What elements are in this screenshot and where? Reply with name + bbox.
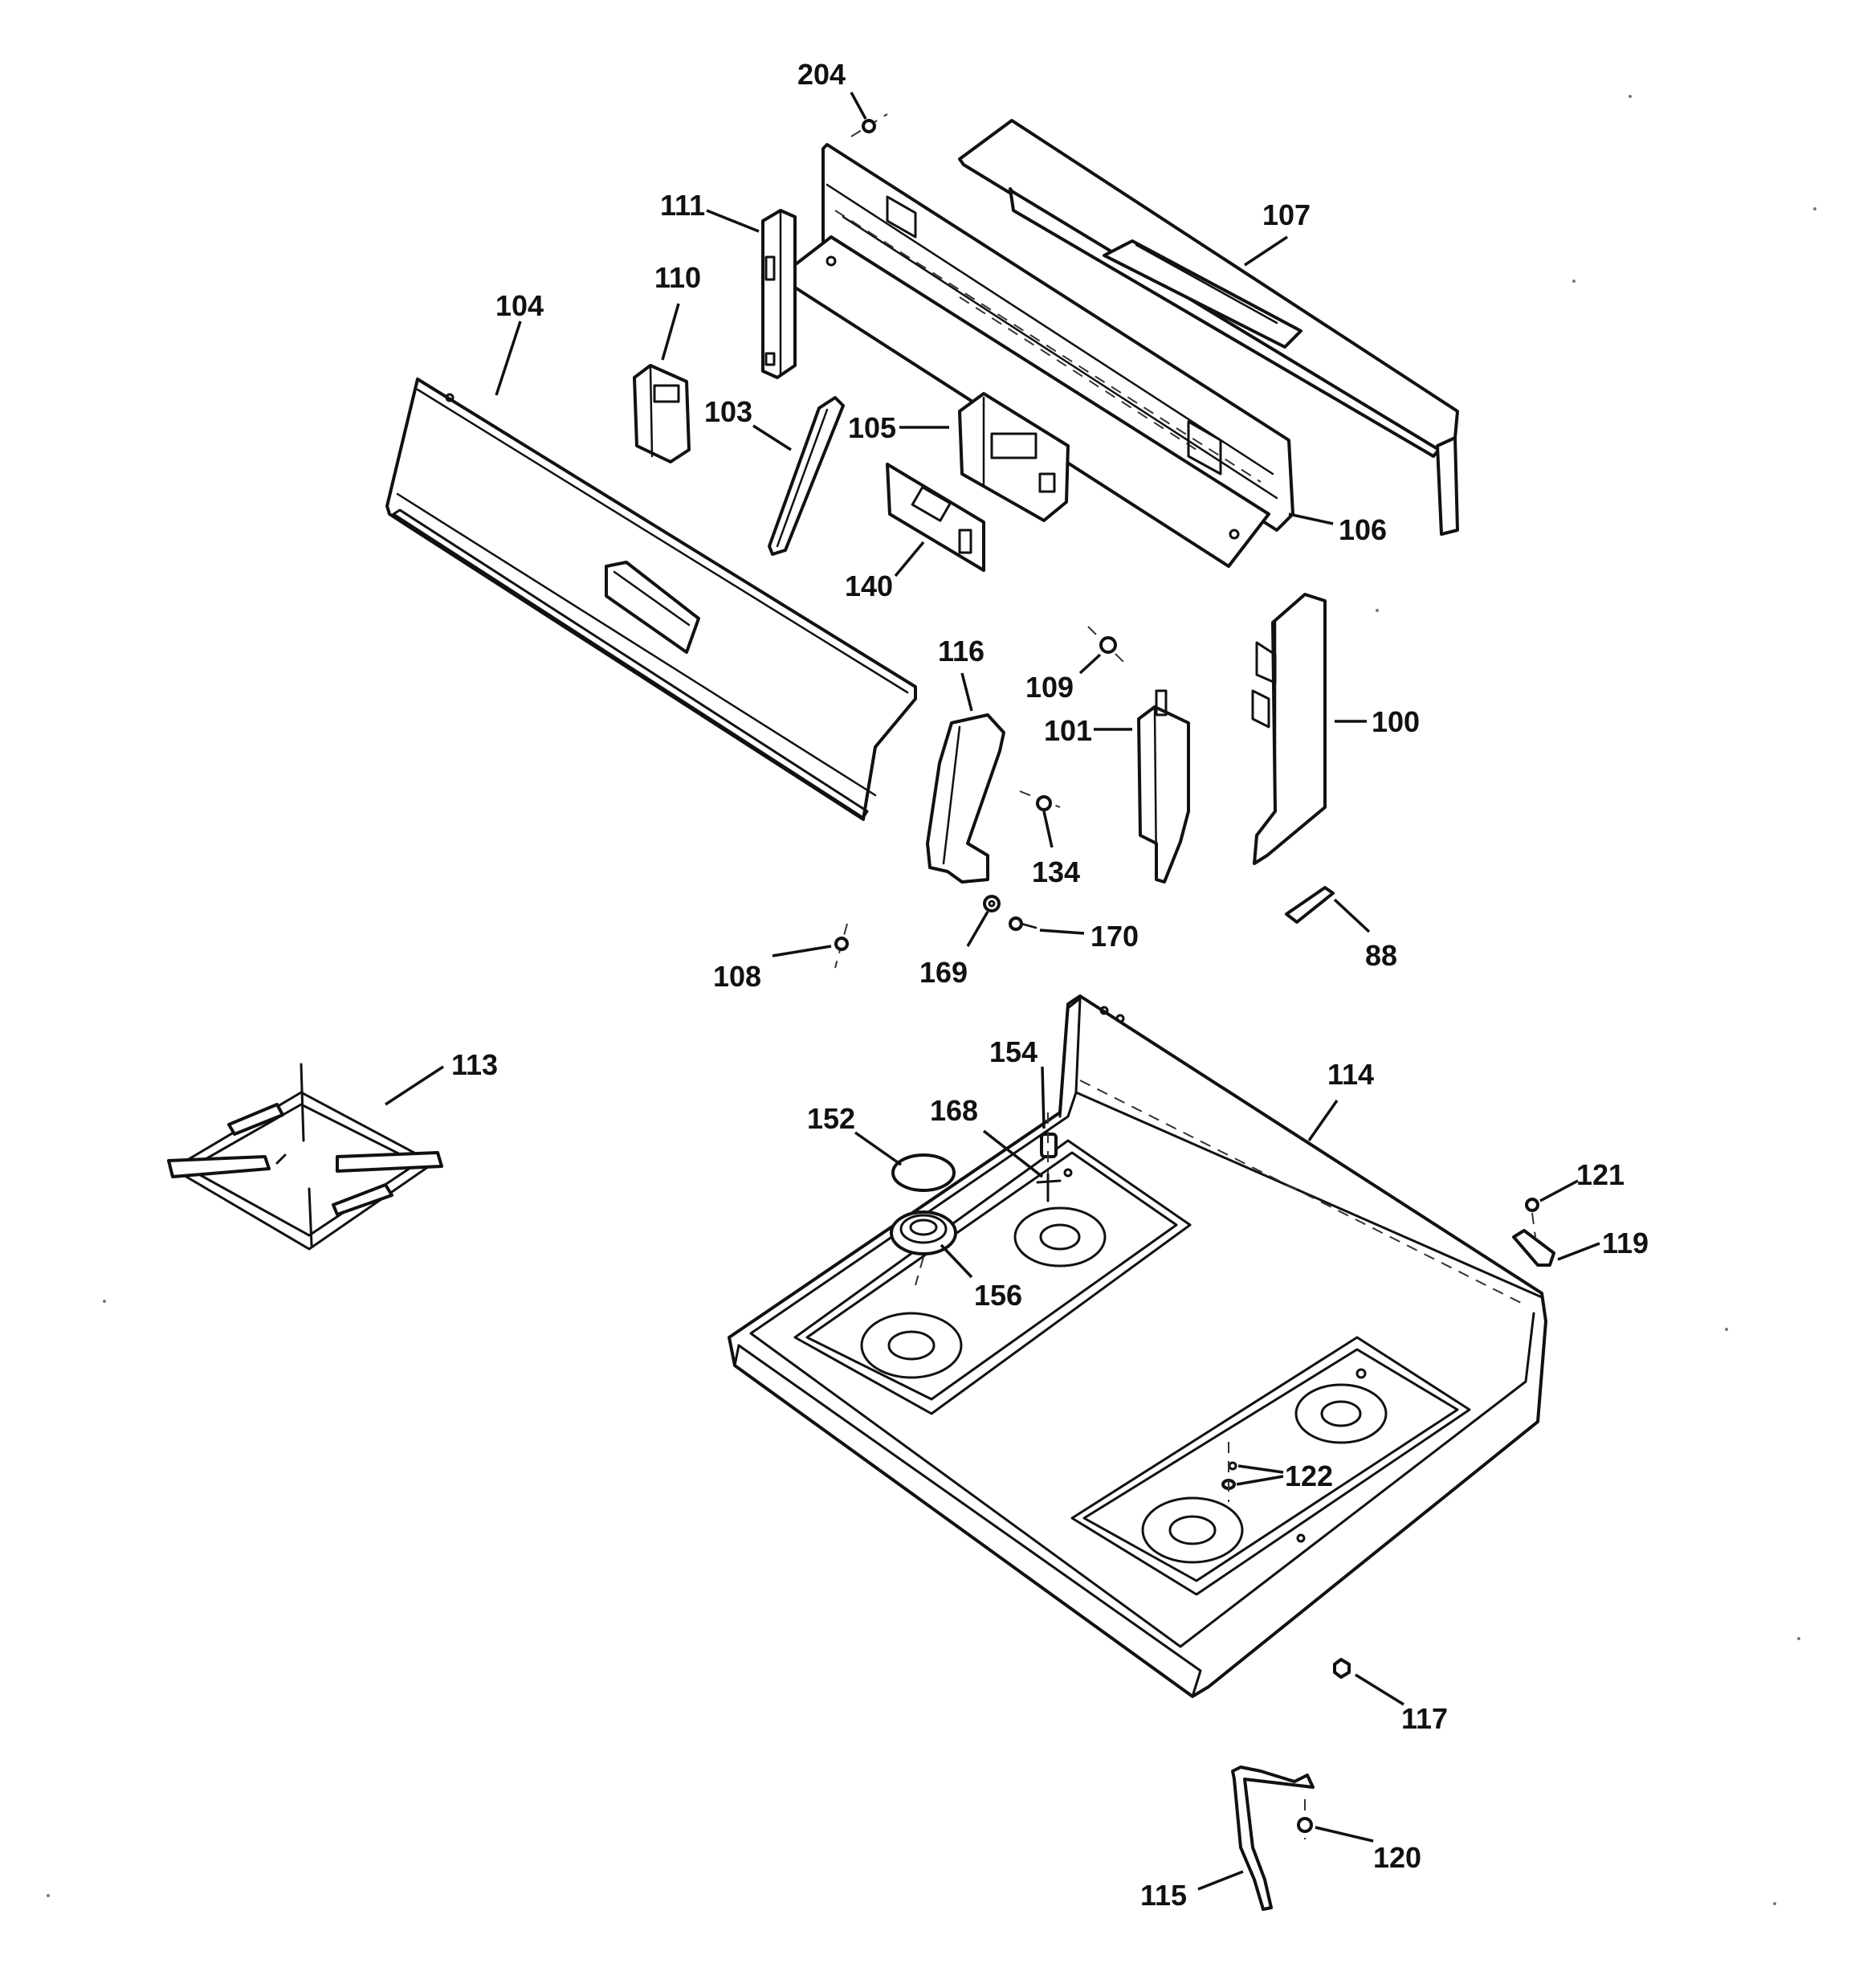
callout-152: 152 (807, 1102, 855, 1135)
part-100-end-cap (1251, 593, 1327, 865)
part-154-orifice (1040, 1112, 1058, 1205)
callout-121: 121 (1576, 1158, 1625, 1191)
callout-105: 105 (848, 411, 896, 444)
callout-154: 154 (989, 1035, 1037, 1068)
callout-134: 134 (1032, 855, 1080, 888)
callout-88: 88 (1365, 939, 1397, 972)
part-115-rod (1231, 1766, 1315, 1911)
part-140-overlay (886, 463, 985, 572)
part-113-grate (167, 1063, 443, 1251)
part-152-burner-cap (891, 1153, 956, 1192)
callout-113: 113 (451, 1048, 498, 1081)
callout-labels: 204 111 107 110 104 103 105 106 140 116 … (451, 58, 1649, 1912)
callout-140: 140 (845, 569, 893, 602)
part-88-clip (1285, 886, 1335, 924)
part-168-electrode (1036, 1173, 1062, 1202)
callout-168: 168 (930, 1094, 978, 1127)
callout-116: 116 (938, 635, 984, 667)
callout-169: 169 (919, 956, 968, 989)
part-101-bracket (1137, 689, 1190, 884)
part-204-screw (850, 113, 888, 137)
part-120-nut (1297, 1799, 1313, 1839)
part-111-bracket (761, 209, 797, 379)
part-121-screw (1525, 1198, 1539, 1238)
callout-106: 106 (1339, 513, 1387, 546)
part-104-control-panel (385, 378, 917, 821)
callout-120: 120 (1373, 1841, 1421, 1874)
callout-109: 109 (1025, 671, 1074, 704)
callout-101: 101 (1044, 714, 1092, 747)
part-156-burner-head (890, 1210, 957, 1286)
callout-156: 156 (974, 1279, 1022, 1312)
part-170-screw (1009, 916, 1037, 931)
callout-108: 108 (713, 960, 761, 993)
part-119-bracket (1512, 1229, 1555, 1267)
scan-specks (47, 95, 1816, 1905)
callout-104: 104 (495, 289, 544, 322)
callout-107: 107 (1262, 198, 1311, 231)
part-134-screw (1019, 790, 1061, 811)
callout-115: 115 (1140, 1879, 1187, 1912)
part-117-nut (1333, 1658, 1351, 1679)
callout-117: 117 (1401, 1702, 1448, 1735)
callout-122: 122 (1285, 1459, 1333, 1492)
part-122-screws (1221, 1442, 1237, 1502)
leader-lines (385, 92, 1600, 1891)
part-103-bracket (768, 396, 845, 556)
callout-204: 204 (797, 58, 846, 91)
part-110-switch (633, 364, 691, 463)
part-116-side-trim (926, 713, 1005, 884)
callout-110: 110 (654, 261, 701, 294)
callout-100: 100 (1372, 705, 1420, 738)
part-105-clock (958, 392, 1070, 522)
part-114-cooktop (728, 994, 1547, 1698)
part-109-nut (1087, 626, 1125, 663)
part-169-washer (983, 895, 1001, 912)
part-107-vent-cover (958, 119, 1459, 536)
part-108-screw (834, 923, 849, 969)
callout-114: 114 (1327, 1058, 1374, 1091)
callout-119: 119 (1602, 1227, 1649, 1259)
callout-111: 111 (660, 189, 705, 222)
callout-170: 170 (1090, 920, 1139, 953)
callout-103: 103 (704, 395, 752, 428)
